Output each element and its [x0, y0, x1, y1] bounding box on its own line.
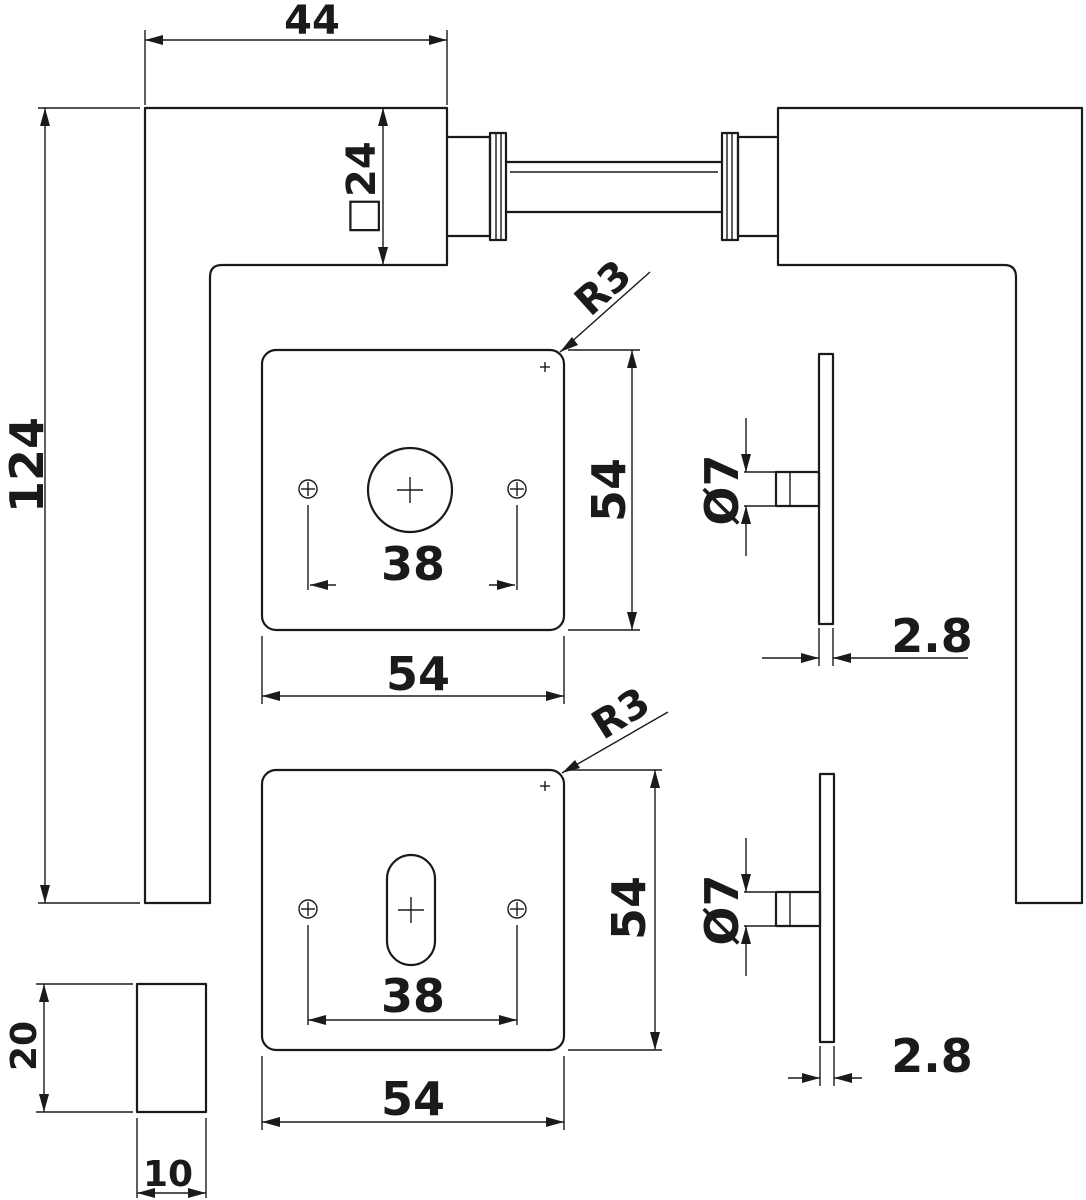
dim-rose-height-bottom: 54: [568, 769, 662, 1051]
top-side-pin: [774, 470, 821, 508]
dim-pin-diameter-top: Ø7: [695, 418, 776, 556]
left-rose-collar: [445, 135, 492, 238]
dim-plate-thickness-top: 2.8: [762, 609, 973, 666]
dim-pin-diameter-top-label: Ø7: [695, 454, 749, 525]
top-rose-screw-hole-left: [298, 479, 318, 499]
dim-screw-spacing-bottom-label: 38: [381, 969, 445, 1023]
dim-radius-bottom-label: R3: [584, 679, 658, 749]
dim-rose-width-top-label: 54: [386, 647, 450, 701]
top-rose-center-hole: [366, 446, 454, 534]
dim-lever-width: 44: [144, 0, 448, 105]
right-collar-ring: [720, 131, 740, 242]
bottom-side-plate: [818, 772, 836, 1044]
dim-lever-width-label: 44: [284, 0, 340, 44]
top-side-plate: [817, 352, 835, 626]
top-rose-plate: [260, 348, 566, 632]
dim-rose-width-bottom-label: 54: [381, 1072, 445, 1126]
right-lever-outline: [776, 106, 1084, 905]
top-side-view: [774, 352, 835, 626]
dim-radius-bottom: R3: [561, 679, 669, 774]
dim-square-spindle: □24: [339, 108, 388, 265]
left-collar-ring: [488, 131, 508, 242]
dim-rose-height-top: 54: [568, 349, 640, 631]
dim-stop-height: 20: [4, 983, 133, 1113]
bottom-rose-slot: [385, 853, 437, 967]
dim-rose-width-top: 54: [261, 636, 565, 704]
left-lever-handle: [143, 106, 508, 905]
dim-rose-height-bottom-label: 54: [602, 876, 656, 940]
dim-plate-thickness-bottom: 2.8: [788, 1029, 973, 1086]
dim-screw-spacing-bottom: 38: [307, 925, 518, 1025]
dim-radius-top: R3: [559, 252, 651, 353]
dim-screw-spacing-top-label: 38: [381, 537, 445, 591]
dim-radius-top-label: R3: [566, 252, 640, 325]
dim-square-spindle-label: □24: [339, 141, 385, 234]
bottom-side-pin: [774, 890, 822, 928]
dim-lever-height-label: 124: [0, 417, 54, 513]
left-lever-outline: [143, 106, 449, 905]
bottom-side-view: [774, 772, 836, 1044]
bottom-rose-screw-hole-right: [507, 899, 527, 919]
dim-rose-height-top-label: 54: [582, 458, 636, 522]
dim-lever-height: 124: [0, 107, 140, 904]
dim-stop-height-label: 20: [4, 1021, 45, 1071]
right-lever-handle: [720, 106, 1084, 905]
dim-pin-diameter-bottom-label: Ø7: [695, 874, 749, 945]
right-rose-collar: [736, 135, 780, 238]
dim-plate-thickness-bottom-label: 2.8: [891, 1029, 973, 1083]
bottom-rose-plate: [260, 768, 566, 1052]
dim-rose-width-bottom: 54: [261, 1056, 565, 1130]
dim-screw-spacing-top: 38: [307, 505, 518, 591]
door-stop-outline: [135, 982, 208, 1114]
top-rose-outline: [260, 348, 566, 632]
bottom-rose-outline: [260, 768, 566, 1052]
dim-stop-width: 10: [136, 1118, 207, 1198]
spindle: [504, 160, 724, 214]
door-stop: [135, 982, 208, 1114]
top-rose-screw-hole-right: [507, 479, 527, 499]
dim-stop-width-label: 10: [143, 1154, 193, 1195]
dim-plate-thickness-top-label: 2.8: [891, 609, 973, 663]
bottom-rose-screw-hole-left: [298, 899, 318, 919]
dim-pin-diameter-bottom: Ø7: [695, 838, 776, 976]
